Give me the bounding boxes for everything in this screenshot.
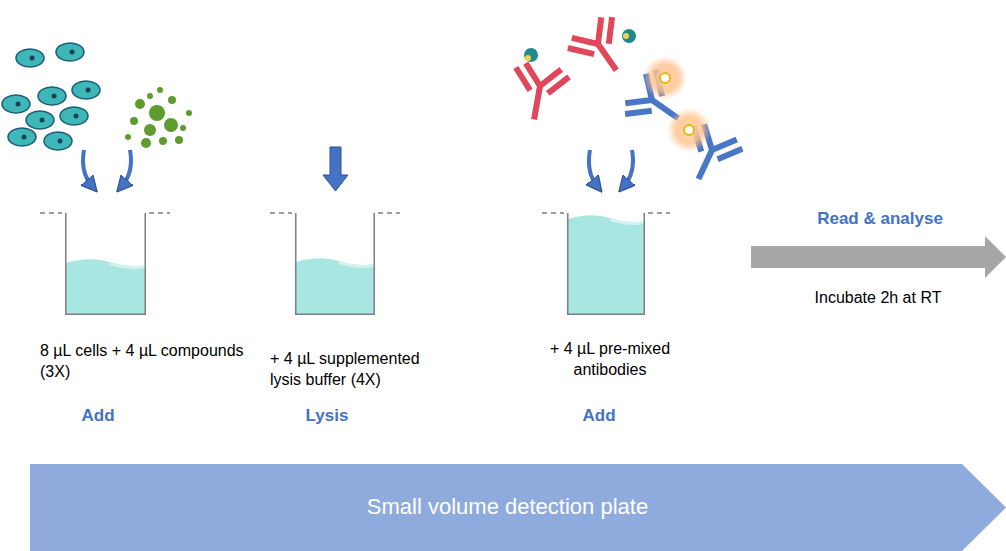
antibody-red <box>564 12 638 86</box>
compound-dots <box>130 117 138 125</box>
cell-cluster <box>44 132 72 150</box>
plate-rim <box>40 212 670 214</box>
band-shape <box>30 464 1006 551</box>
antigen <box>622 29 636 43</box>
cell-nucleus <box>16 102 21 107</box>
compound-dots <box>135 99 145 109</box>
cell-cluster <box>56 43 84 61</box>
cell-nucleus <box>22 135 27 140</box>
cell-cluster <box>26 111 54 129</box>
well-shape <box>567 213 645 315</box>
step-label: Add <box>58 405 138 426</box>
compound-dots <box>141 138 151 148</box>
compound-dots <box>144 124 156 136</box>
well: 8 µL cells + 4 µL compounds (3X)Add <box>65 213 146 315</box>
cell-nucleus <box>74 114 79 119</box>
cell-cluster <box>16 49 44 67</box>
cell-cluster <box>72 81 100 99</box>
cell-nucleus <box>16 50 91 144</box>
step-text: Small volume detection plate <box>30 494 985 520</box>
step-text: 8 µL cells + 4 µL compounds (3X) <box>40 340 250 382</box>
read-arrow: Read & analyseIncubate 2h at RT <box>751 236 1006 278</box>
read-arrow-shape <box>751 236 1006 278</box>
liquid-highlight <box>110 262 145 269</box>
cell-nucleus <box>30 56 35 61</box>
antigen <box>524 29 636 62</box>
antibody-red <box>508 62 571 125</box>
plate-band: Small volume detection plate <box>30 464 1006 551</box>
step-label: Lysis <box>287 405 367 426</box>
antibody-red <box>508 62 571 125</box>
step-text: Incubate 2h at RT <box>778 287 978 308</box>
well: + 4 µL supplemented lysis buffer (4X)Lys… <box>295 213 375 315</box>
compound-dots <box>149 105 165 121</box>
antigen <box>524 48 538 62</box>
well-outline <box>568 213 645 314</box>
fluorescent-glow <box>660 73 670 83</box>
well-shape <box>295 213 375 315</box>
step-text: + 4 µL pre-mixed antibodies <box>525 338 695 380</box>
compound-dots <box>175 136 183 144</box>
liquid-highlight <box>610 218 644 225</box>
cell-cluster <box>8 128 36 146</box>
antibody-red <box>564 12 638 86</box>
arrow-shape <box>751 236 1006 278</box>
plate-rim <box>542 212 564 214</box>
step-text: + 4 µL supplemented lysis buffer (4X) <box>270 348 445 390</box>
add-arrow <box>589 150 597 186</box>
fluorescent-glow <box>643 56 711 152</box>
cell-nucleus <box>70 50 75 55</box>
cell-cluster <box>2 95 30 113</box>
well: + 4 µL pre-mixed antibodiesAdd <box>567 213 645 315</box>
plate-rim <box>40 212 62 214</box>
plate-rim <box>378 212 400 214</box>
cell-nucleus <box>52 94 57 99</box>
compound-dots <box>159 137 167 145</box>
fluorescent-glow <box>643 56 687 100</box>
compound-dots <box>180 125 186 131</box>
add-arrow <box>83 150 633 186</box>
plate-rim <box>648 212 670 214</box>
add-arrow <box>122 150 131 186</box>
antigen <box>623 33 629 39</box>
cell-nucleus <box>86 88 91 93</box>
lysis-arrow <box>323 147 348 191</box>
cell-nucleus <box>58 139 63 144</box>
fluorescent-glow <box>684 125 694 135</box>
compound-dots <box>164 118 178 132</box>
compound-dots <box>125 87 192 148</box>
add-arrow <box>624 150 633 186</box>
fluorescent-glow <box>667 108 711 152</box>
cell-cluster <box>38 87 66 105</box>
well-outline <box>296 213 375 314</box>
cell-cluster <box>2 43 100 150</box>
plate-rim <box>270 212 292 214</box>
compound-dots <box>157 87 163 93</box>
cell-cluster <box>60 107 88 125</box>
add-arrow <box>83 150 92 186</box>
liquid <box>66 259 145 314</box>
compound-dots <box>147 93 153 99</box>
liquid <box>296 258 374 314</box>
compound-dots <box>186 110 192 116</box>
compound-dots <box>125 134 131 140</box>
liquid <box>568 215 644 314</box>
cell-nucleus <box>40 118 45 123</box>
plate-rim <box>149 212 170 214</box>
compound-dots <box>168 96 176 104</box>
step-label: Read & analyse <box>780 208 980 229</box>
well-outline <box>66 213 146 314</box>
liquid-highlight <box>339 261 374 268</box>
step-label: Add <box>559 405 639 426</box>
antigen <box>525 55 531 61</box>
lysis-arrow <box>323 147 348 191</box>
well-shape <box>65 213 146 315</box>
